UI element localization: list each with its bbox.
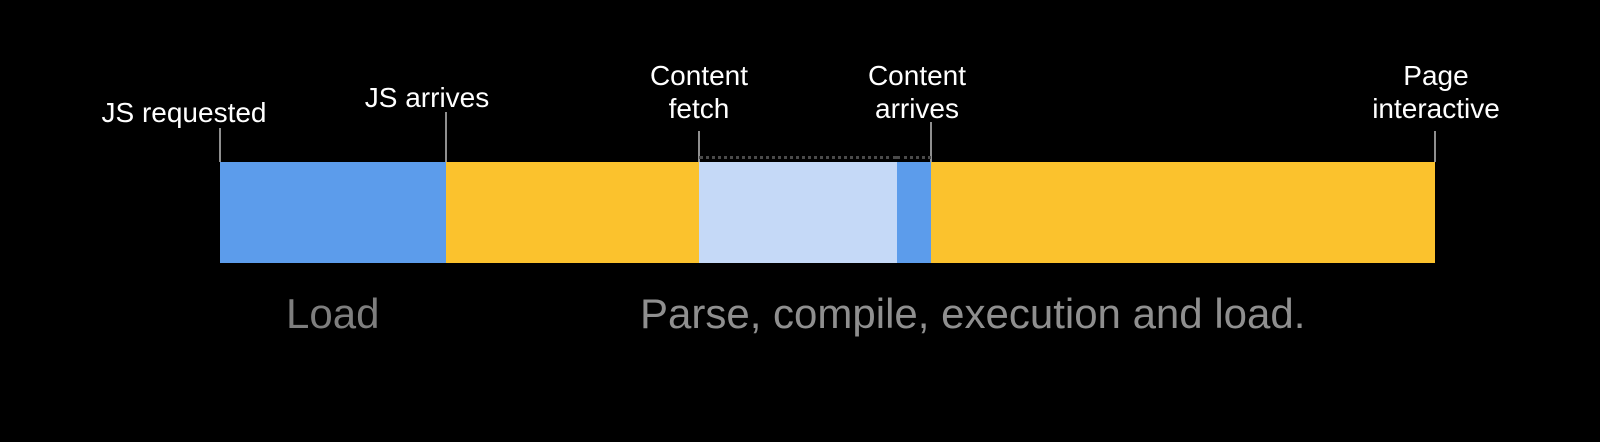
timeline-segment-blue-1 xyxy=(220,162,446,263)
tick-line-js-requested xyxy=(219,128,221,162)
caption-parse-compile-execution-load: Parse, compile, execution and load. xyxy=(640,290,1306,337)
tick-line-content-fetch xyxy=(698,131,700,162)
timeline-segment-yellow-2 xyxy=(931,162,1435,263)
milestone-label-page-interactive: Page interactive xyxy=(1372,59,1500,125)
tick-line-page-interactive xyxy=(1434,131,1436,162)
caption-load: Load xyxy=(286,290,380,337)
milestone-label-js-requested: JS requested xyxy=(102,96,267,129)
milestone-label-line: arrives xyxy=(874,93,960,124)
timeline-segment-yellow-1 xyxy=(446,162,699,263)
timeline-segment-light-blue xyxy=(699,156,897,263)
milestone-label-line: interactive xyxy=(1372,93,1500,124)
milestone-label-line: Content xyxy=(867,60,967,91)
milestone-label-line: Page xyxy=(1403,60,1469,91)
milestone-label-content-arrives: Content arrives xyxy=(868,59,966,125)
tick-line-content-arrives xyxy=(930,122,932,162)
timeline-bar xyxy=(220,156,1435,263)
tick-line-js-arrives xyxy=(445,112,447,162)
milestone-label-line: JS arrives xyxy=(364,82,490,113)
milestone-label-content-fetch: Content fetch xyxy=(650,59,748,125)
milestone-label-line: fetch xyxy=(668,93,730,124)
milestone-label-js-arrives: JS arrives xyxy=(365,81,489,114)
milestone-label-line: JS requested xyxy=(101,97,267,128)
timeline-segment-blue-2 xyxy=(897,156,931,263)
milestone-label-line: Content xyxy=(649,60,749,91)
